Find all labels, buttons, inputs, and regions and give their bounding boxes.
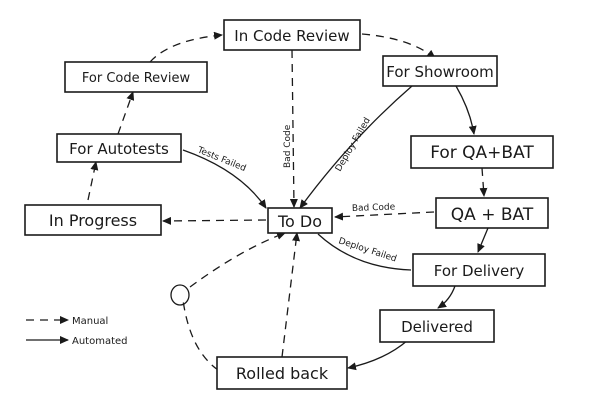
edge-for-showroom-to-to-do <box>299 85 413 209</box>
edge-label-tests-failed: Tests Failed <box>195 145 247 174</box>
node-for-code-review: For Code Review <box>64 61 208 93</box>
node-for-qa-bat-label: For QA+BAT <box>430 143 534 163</box>
edge-for-code-review-to-in-code-review <box>149 31 223 63</box>
edge-qa-bat-to-to-do <box>334 211 435 221</box>
edge-delivered-to-rolled-back <box>347 339 409 371</box>
edge-rolled-back-to-to-do <box>281 232 301 358</box>
node-in-code-review: In Code Review <box>223 19 361 51</box>
edge-label-deploy-failed-lower: Deploy Failed <box>337 236 398 264</box>
edge-to-do-to-for-delivery <box>317 233 412 271</box>
edge-label-deploy-failed-upper: Deploy Failed <box>334 116 373 173</box>
edge-to-do-to-in-progress <box>162 216 267 225</box>
node-for-showroom: For Showroom <box>382 55 498 87</box>
node-in-code-review-label: In Code Review <box>234 27 349 45</box>
edge-for-showroom-to-for-qa-bat <box>455 85 477 135</box>
edge-rolled-back-to-loop <box>182 299 219 371</box>
edge-in-code-review-to-for-showroom <box>361 33 436 59</box>
node-for-delivery: For Delivery <box>412 253 546 287</box>
edge-label-bad-code-vertical: Bad Code <box>283 124 293 168</box>
legend-manual-label: Manual <box>72 316 108 327</box>
node-for-showroom-label: For Showroom <box>386 63 493 81</box>
node-rolled-back-label: Rolled back <box>236 364 329 383</box>
legend: Manual Automated <box>26 316 128 347</box>
node-in-progress-label: In Progress <box>49 211 137 230</box>
node-for-autotests: For Autotests <box>56 133 182 163</box>
node-rolled-back: Rolled back <box>216 356 348 390</box>
edge-for-autotests-to-for-code-review <box>117 91 135 135</box>
node-for-code-review-label: For Code Review <box>82 71 191 86</box>
node-for-autotests-label: For Autotests <box>69 140 169 158</box>
edge-qa-bat-to-for-delivery <box>477 227 489 253</box>
node-delivered-label: Delivered <box>401 318 473 336</box>
node-qa-bat: QA + BAT <box>435 197 549 229</box>
node-in-progress: In Progress <box>24 204 162 236</box>
legend-automated-label: Automated <box>72 336 128 347</box>
edge-in-progress-to-for-autotests <box>87 161 99 201</box>
node-for-delivery-label: For Delivery <box>434 262 525 280</box>
node-to-do-label: To Do <box>277 212 322 231</box>
edge-for-autotests-to-to-do <box>182 149 267 209</box>
edge-for-delivery-to-delivered <box>437 285 456 309</box>
node-to-do: To Do <box>267 207 333 234</box>
node-delivered: Delivered <box>379 309 495 343</box>
edge-in-code-review-to-to-do <box>289 49 298 208</box>
node-qa-bat-label: QA + BAT <box>451 205 534 225</box>
edge-loop-to-to-do <box>189 232 286 288</box>
edge-label-bad-code-horizontal: Bad Code <box>352 202 396 214</box>
loop-circle <box>170 284 190 306</box>
node-for-qa-bat: For QA+BAT <box>410 135 554 169</box>
edge-for-qa-bat-to-qa-bat <box>479 167 488 197</box>
